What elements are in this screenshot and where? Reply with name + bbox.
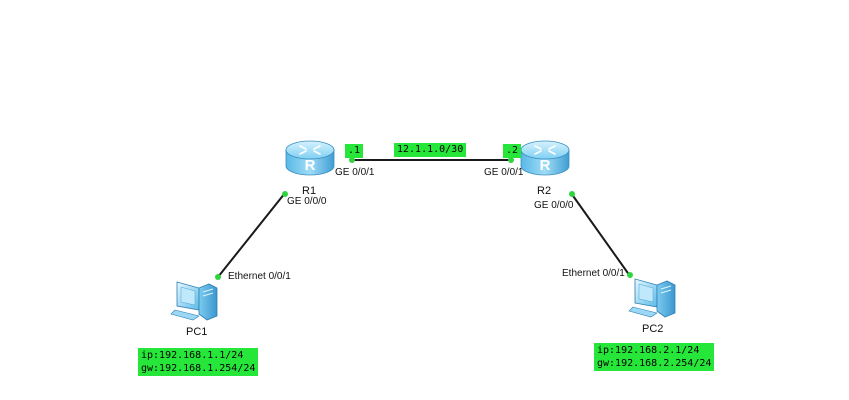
pc2-name: PC2 — [642, 323, 664, 335]
port-dot-r2-ge000[interactable] — [569, 191, 575, 197]
pc2-gateway: gw:192.168.2.254/24 — [597, 358, 712, 369]
pc1-ip: ip:192.168.1.1/24 — [141, 350, 244, 361]
pc1-name: PC1 — [186, 326, 208, 338]
pc1-gateway: gw:192.168.1.254/24 — [141, 363, 256, 374]
port-dot-r1-ge000[interactable] — [282, 191, 288, 197]
r1-address-tag: .1 — [345, 144, 364, 158]
r1-ge000-label: GE 0/0/0 — [287, 196, 327, 207]
pc2-ip: ip:192.168.2.1/24 — [597, 345, 700, 356]
link-subnet-tag: 12.1.1.0/30 — [394, 143, 467, 157]
port-dot-pc1-eth[interactable] — [215, 274, 221, 280]
router-icon[interactable]: R — [520, 140, 570, 176]
r2-name: R2 — [537, 185, 552, 197]
r2-ge001-label: GE 0/0/1 — [484, 167, 524, 178]
pc1-eth-label: Ethernet 0/0/1 — [228, 271, 291, 282]
link-r1-pc1 — [217, 192, 286, 278]
port-dot-r2-ge001[interactable] — [508, 157, 514, 163]
port-dot-r1-ge001[interactable] — [349, 157, 355, 163]
svg-text:R: R — [540, 157, 551, 174]
link-r2-pc2 — [570, 192, 631, 277]
r2-address-tag: .2 — [503, 144, 522, 158]
r1-ge001-label: GE 0/0/1 — [335, 167, 375, 178]
pc-icon[interactable] — [628, 278, 676, 318]
pc2-config-box: ip:192.168.2.1/24 gw:192.168.2.254/24 — [594, 343, 715, 371]
r1-name: R1 — [302, 185, 317, 197]
pc-icon[interactable] — [170, 281, 218, 321]
port-dot-pc2-eth[interactable] — [627, 272, 633, 278]
svg-text:R: R — [305, 157, 316, 174]
pc1-config-box: ip:192.168.1.1/24 gw:192.168.1.254/24 — [138, 348, 259, 376]
pc2-eth-label: Ethernet 0/0/1 — [562, 268, 625, 279]
r2-ge000-label: GE 0/0/0 — [534, 200, 574, 211]
router-icon[interactable]: R — [285, 140, 335, 176]
